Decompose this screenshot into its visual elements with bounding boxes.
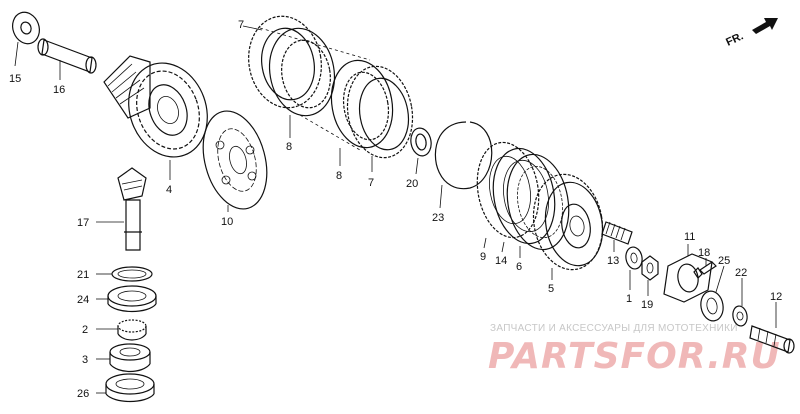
watermark-logo: PARTSFOR.RU bbox=[488, 336, 781, 377]
callout-9: 9 bbox=[480, 251, 486, 263]
callout-26: 26 bbox=[77, 388, 89, 400]
callout-13: 13 bbox=[607, 255, 619, 267]
part-19-nut bbox=[641, 255, 659, 281]
callout-4: 4 bbox=[166, 184, 172, 196]
part-2-gear bbox=[117, 319, 147, 341]
part-11-bearing-holder bbox=[663, 253, 713, 303]
callout-7: 7 bbox=[368, 177, 374, 189]
part-16-collar bbox=[37, 38, 97, 74]
part-13-spring bbox=[601, 221, 633, 245]
part-17-pinion-shaft bbox=[117, 167, 147, 251]
callout-19: 19 bbox=[641, 299, 653, 311]
callout-25: 25 bbox=[718, 255, 730, 267]
callout-17: 17 bbox=[77, 217, 89, 229]
callout-2: 2 bbox=[82, 324, 88, 336]
front-direction-indicator: FR. bbox=[724, 18, 778, 49]
callout-11: 11 bbox=[684, 231, 695, 243]
callout-3: 3 bbox=[82, 354, 88, 366]
callout-20: 20 bbox=[406, 178, 418, 190]
callout-7: 7 bbox=[238, 19, 244, 31]
callout-8: 8 bbox=[336, 170, 342, 182]
part-10-clutch-plate bbox=[202, 110, 268, 210]
callout-6: 6 bbox=[516, 261, 522, 273]
callout-15: 15 bbox=[9, 73, 21, 85]
part-4-bevel-gear bbox=[103, 55, 208, 158]
part-23-snap-ring bbox=[434, 121, 493, 190]
part-7-friction-disc-lower bbox=[346, 65, 414, 159]
watermark-caption: ЗАПЧАСТИ И АКСЕССУАРЫ ДЛЯ МОТОТЕХНИКИ bbox=[490, 323, 738, 334]
callout-1: 1 bbox=[626, 293, 632, 305]
part-21-ring bbox=[111, 266, 153, 282]
part-5-clutch-hub bbox=[532, 173, 604, 271]
part-25-bearing bbox=[700, 290, 724, 322]
callout-24: 24 bbox=[77, 294, 89, 306]
part-15-washer bbox=[12, 11, 40, 45]
part-6-plate bbox=[506, 153, 570, 251]
part-9-plate bbox=[476, 141, 540, 239]
callout-10: 10 bbox=[221, 216, 233, 228]
callout-12: 12 bbox=[770, 291, 782, 303]
callout-18: 18 bbox=[698, 247, 710, 259]
callout-22: 22 bbox=[735, 267, 747, 279]
part-26-bearing bbox=[105, 373, 155, 403]
part-7-friction-disc-upper bbox=[248, 15, 322, 109]
direction-label: FR. bbox=[724, 30, 745, 48]
part-8-plain-plate-upper bbox=[268, 27, 336, 117]
callout-5: 5 bbox=[548, 283, 554, 295]
part-8-plain-plate-lower bbox=[330, 59, 394, 149]
callout-8: 8 bbox=[286, 141, 292, 153]
part-1-washer bbox=[625, 246, 643, 270]
part-12-shaft bbox=[749, 325, 795, 354]
part-22-washer bbox=[732, 305, 748, 327]
part-18-bolt bbox=[693, 261, 717, 279]
callout-14: 14 bbox=[495, 255, 507, 267]
callout-23: 23 bbox=[432, 212, 444, 224]
callout-21: 21 bbox=[77, 269, 89, 281]
part-3-sleeve bbox=[109, 343, 151, 373]
part-20-washer bbox=[410, 127, 432, 157]
part-24-bearing bbox=[107, 285, 157, 313]
callout-16: 16 bbox=[53, 84, 65, 96]
